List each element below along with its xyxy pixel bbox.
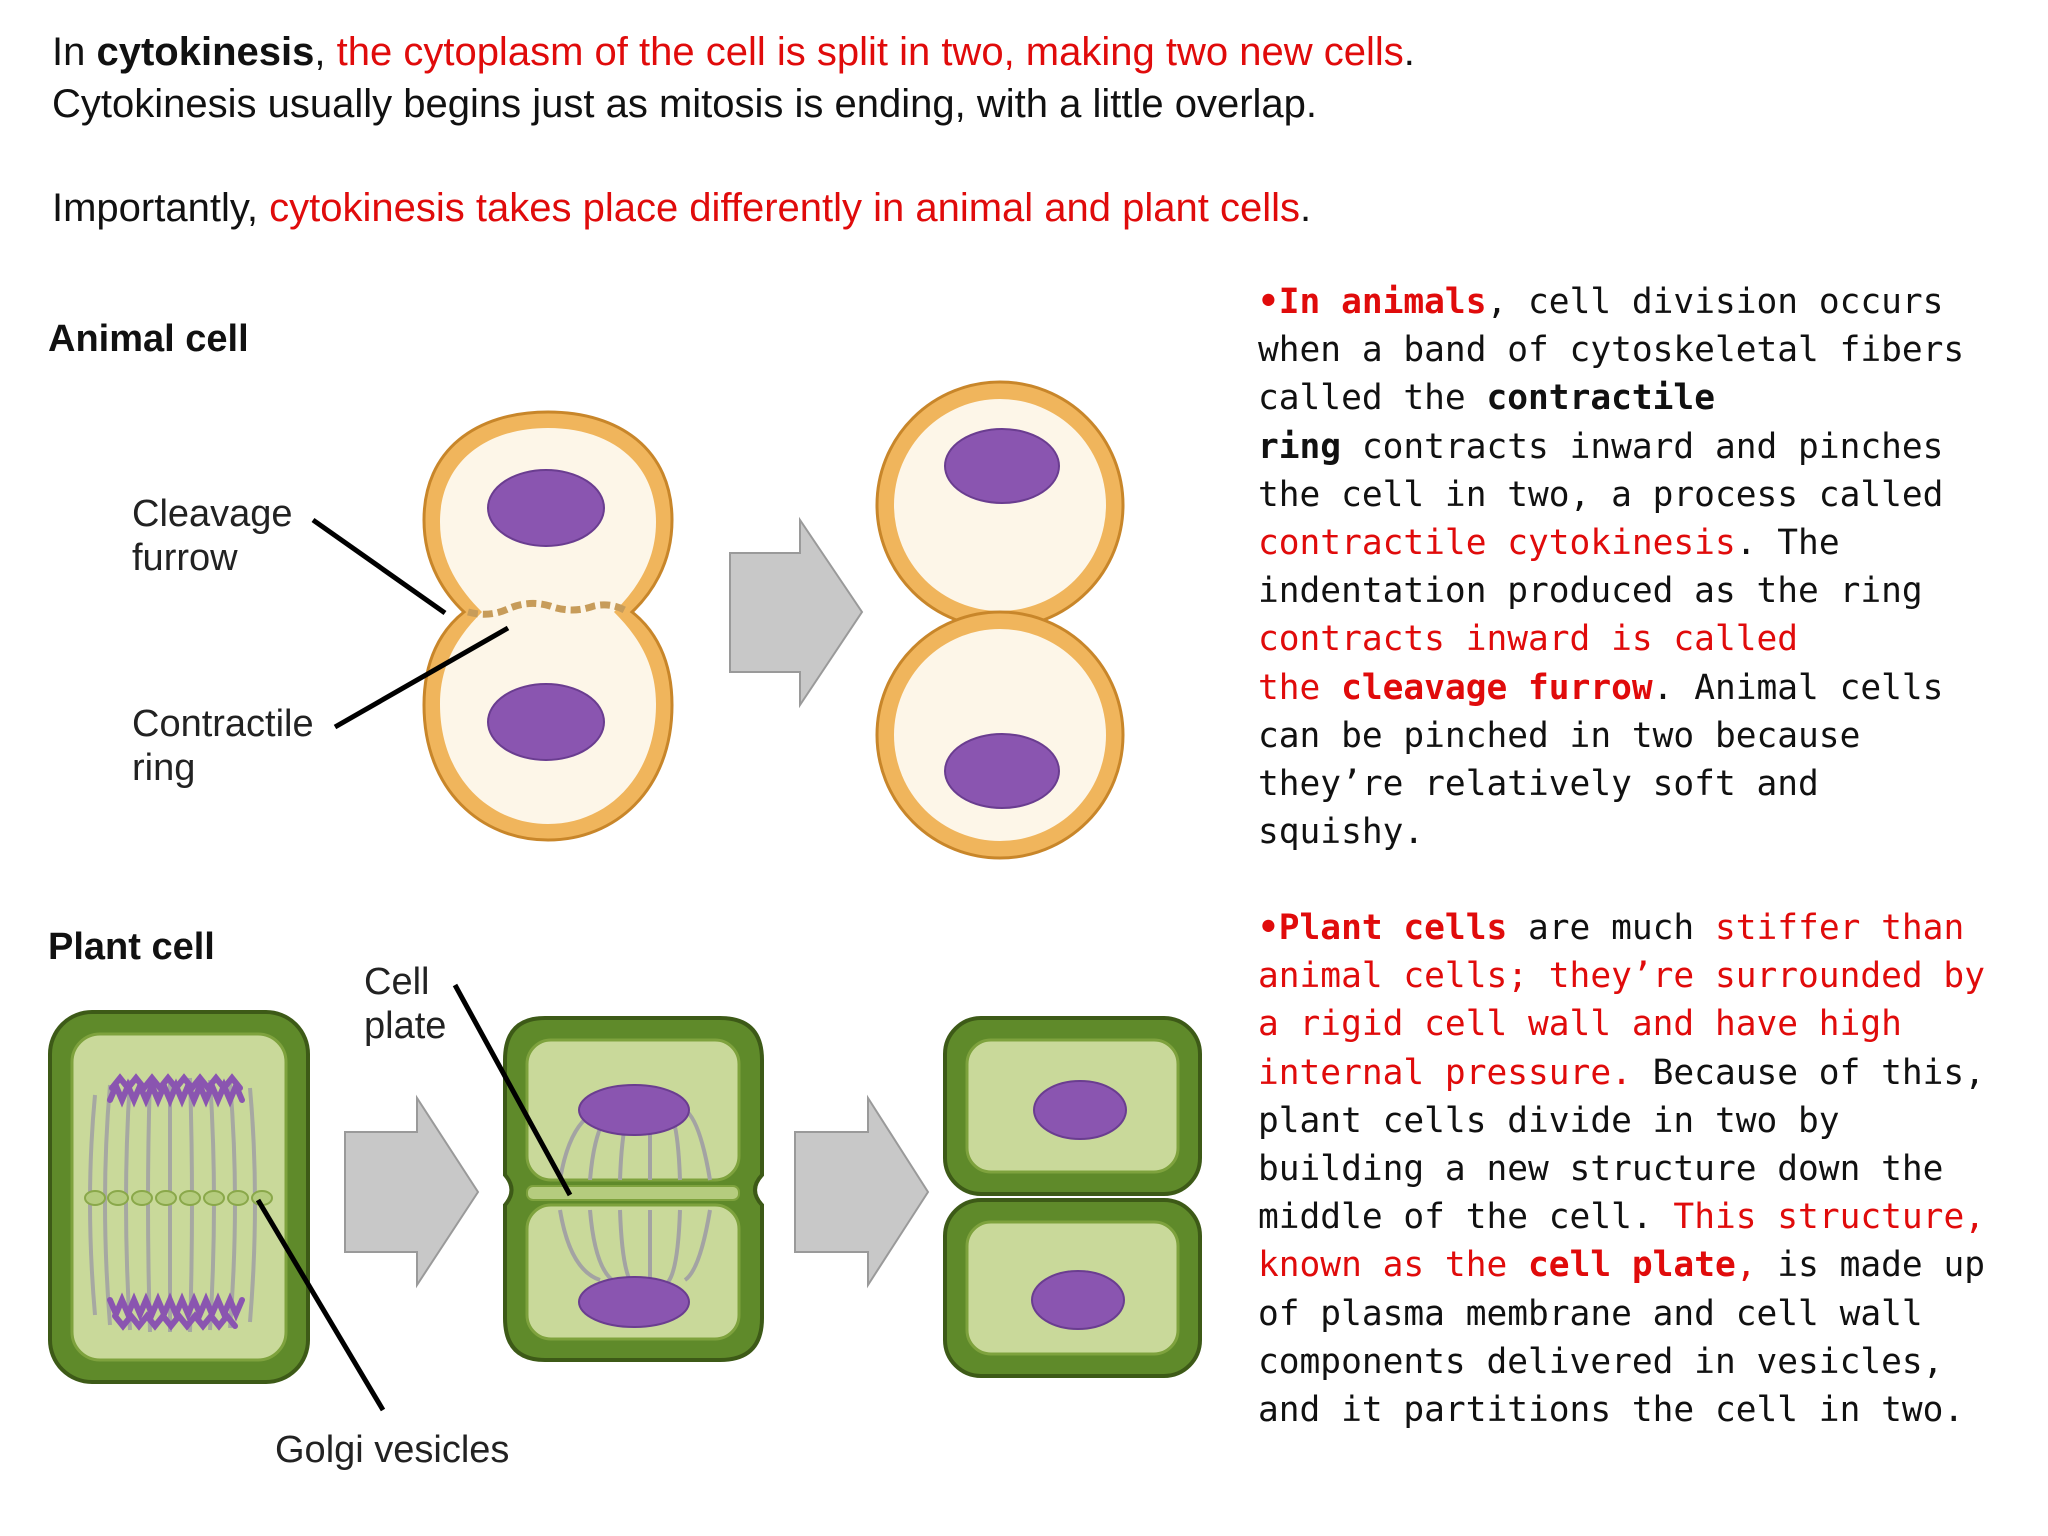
golgi-vesicles-label: Golgi vesicles xyxy=(275,1429,510,1471)
plant-cell-title: Plant cell xyxy=(48,926,215,968)
intro-text: In cytokinesis, the cytoplasm of the cel… xyxy=(52,26,1415,234)
intro-line-1: In cytokinesis, the cytoplasm of the cel… xyxy=(52,30,1415,74)
plant-mitotic-cell xyxy=(48,1010,310,1384)
cell-plate-pointer xyxy=(452,983,573,1197)
ring-pointer xyxy=(333,625,510,730)
nucleus-bottom xyxy=(487,683,605,761)
animal-cell-title: Animal cell xyxy=(48,318,249,360)
contractile-ring xyxy=(467,599,630,618)
contractile-ring-label: Contractile ring xyxy=(132,703,314,789)
cell-plate xyxy=(526,1185,740,1201)
animal-dividing-cell xyxy=(422,410,674,842)
nucleus-top xyxy=(487,469,605,547)
intro-line-2: Cytokinesis usually begins just as mitos… xyxy=(52,82,1318,126)
plant-daughter-cells xyxy=(943,1016,1202,1378)
plant-cell-plate-stage xyxy=(503,1016,764,1362)
arrow-right-icon xyxy=(729,516,864,709)
term-cytokinesis: cytokinesis xyxy=(96,30,315,74)
cell-plate-label: Cell plate xyxy=(364,961,447,1047)
cleavage-furrow-label: Cleavage furrow xyxy=(132,493,293,579)
intro-line-3: Importantly, cytokinesis takes place dif… xyxy=(52,186,1312,230)
furrow-pointer xyxy=(311,517,447,616)
arrow-right-icon xyxy=(794,1094,930,1289)
arrow-right-icon xyxy=(344,1094,480,1289)
golgi-pointer xyxy=(255,1198,386,1412)
animal-daughter-cells xyxy=(875,380,1125,860)
